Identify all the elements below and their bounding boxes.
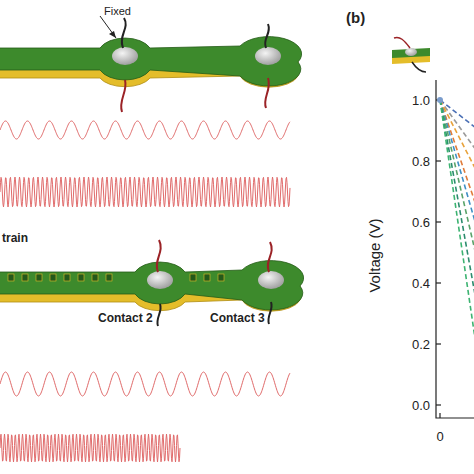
data-curve [440,100,474,300]
groove [218,274,224,281]
contact-dome [258,271,284,289]
wire-black [268,302,271,324]
tick-label: 0 [436,430,443,443]
contact-label: Contact 2 [98,312,153,324]
data-curve [440,100,474,255]
annotation: train [2,232,28,244]
sensor-icon [392,37,430,72]
wire-red [157,240,161,272]
tick-label: 0.0 [412,399,430,412]
tick-label: 1.0 [412,94,430,107]
tick-label: 0.2 [412,338,430,351]
sensor-strip-top [0,16,302,112]
arrow-head [109,31,116,38]
chart-axes [436,80,474,418]
wire-black [157,304,160,326]
leader-arrow [100,16,116,38]
sine-wave [0,434,180,462]
contact-label: Contact 3 [210,312,265,324]
axis-tick [436,221,441,222]
wire-black [122,18,126,48]
tick-label: 0.8 [412,155,430,168]
groove [22,274,28,281]
groove [36,274,42,281]
axis-tick [436,343,441,344]
annotation: Fixed [104,6,131,17]
contact-dome [147,271,173,289]
axis-title: Voltage (V) [367,218,382,292]
wire-red [268,242,272,272]
groove [92,274,98,281]
data-point [437,97,443,103]
panel-label: (b) [346,10,365,25]
sine-wave [0,177,290,207]
contact-dome [112,47,138,65]
sensor-strip-bottom [0,240,304,326]
data-curve [440,100,474,345]
axis-tick [436,404,441,405]
wire-red [121,80,126,112]
axis-tick [436,160,441,161]
axis-tick [439,413,440,418]
axis-tick [436,282,441,283]
tick-label: 0.6 [412,216,430,229]
groove [204,274,210,281]
groove [190,274,196,281]
wire-red [265,78,269,108]
groove [78,274,84,281]
wire-black [265,24,269,48]
groove [106,274,112,281]
sine-wave [0,372,290,396]
groove [8,274,14,281]
groove [64,274,70,281]
groove [50,274,56,281]
contact-dome [255,47,281,65]
sine-wave [0,121,290,139]
tick-label: 0.4 [412,277,430,290]
